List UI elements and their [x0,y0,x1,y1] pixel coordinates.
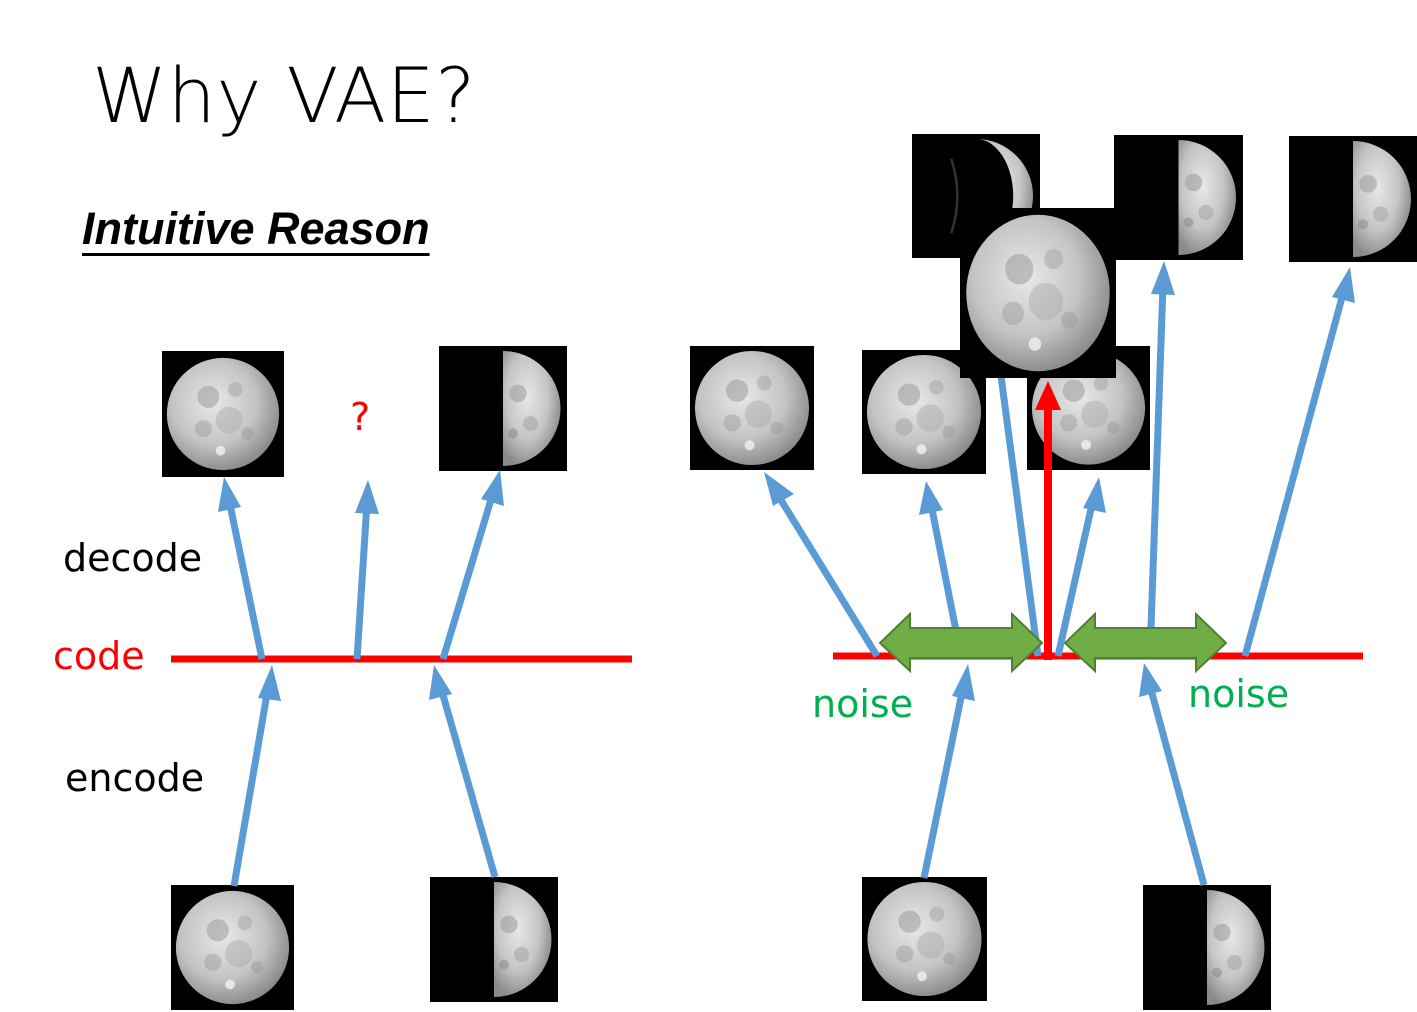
encode-arrow [429,665,499,878]
decode-arrow [353,480,379,660]
encode-arrow [920,664,975,879]
half-moon-image [430,877,558,1002]
decode-arrow [1054,477,1106,657]
half-moon-image [1143,885,1271,1010]
half-moon-image [439,346,567,471]
decode-arrow [218,477,266,660]
decode-arrow [1241,267,1355,657]
question-mark: ? [350,395,371,439]
noise-label: noise [1188,672,1290,716]
half-moon-image [1289,136,1417,262]
full-moon-image [171,885,294,1010]
decode-arrow [1146,261,1175,657]
encode-arrow [230,665,281,887]
full-moon-image [960,208,1116,378]
encode-arrow [1139,663,1208,886]
slide-title: Why VAE? [92,51,476,140]
full-moon-image [162,351,284,477]
half-moon-image [1114,135,1243,260]
slide-subtitle: Intuitive Reason [82,203,430,254]
full-moon-image [862,877,987,1001]
encode-label: encode [65,756,205,800]
interpolation-arrow [1035,381,1061,660]
decode-label: decode [63,536,203,580]
decode-arrow [764,472,880,658]
code-label: code [53,634,145,678]
decode-arrow [439,470,504,661]
full-moon-image [690,346,814,470]
noise-label: noise [812,682,914,726]
double-headed-arrow [878,611,1044,674]
double-headed-arrow [1063,611,1228,674]
decode-arrow [997,375,1042,657]
